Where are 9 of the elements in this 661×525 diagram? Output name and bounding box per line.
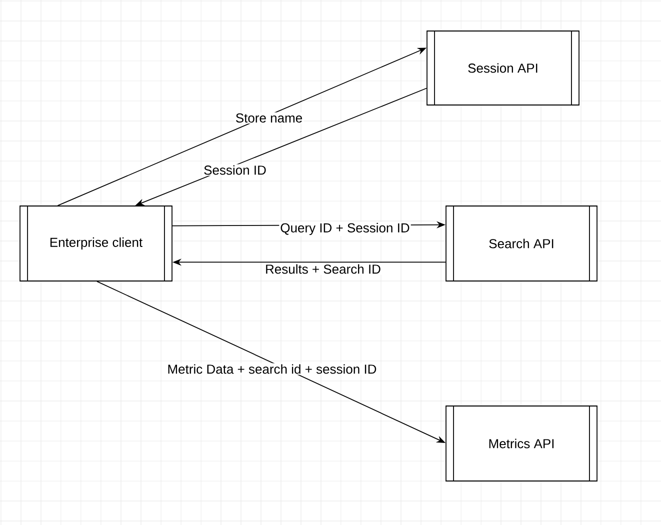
edge-label: Metric Data + search id + session ID — [166, 363, 378, 375]
edge-label: Session ID — [202, 164, 268, 176]
process-box: Session API — [426, 30, 580, 106]
process-box: Search API — [446, 205, 598, 282]
edge-label: Store name — [234, 112, 304, 124]
process-box: Metrics API — [446, 405, 598, 482]
edge-label: Results + Search ID — [264, 263, 382, 275]
process-box: Enterprise client — [20, 205, 172, 282]
edge-label: Query ID + Session ID — [279, 222, 411, 236]
